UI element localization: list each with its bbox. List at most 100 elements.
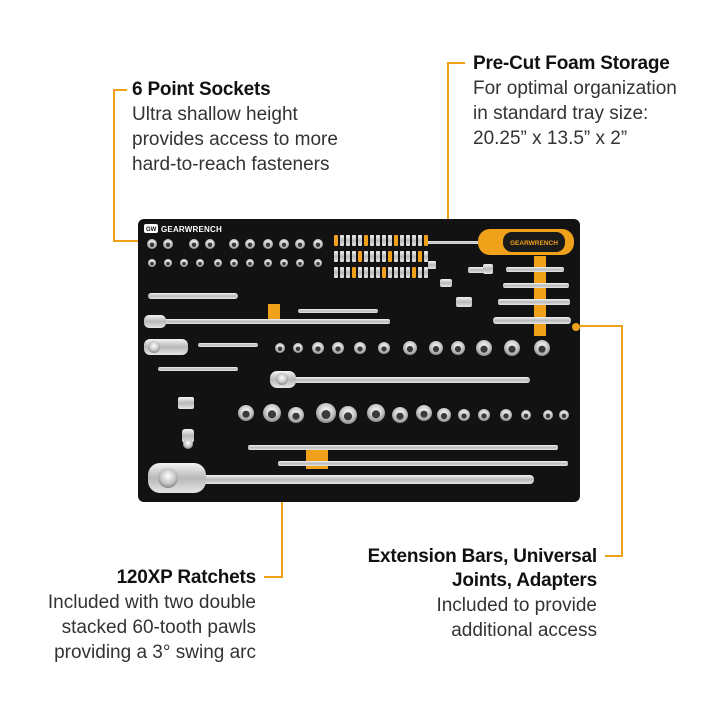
leader-foam-vertical <box>447 62 449 222</box>
socket-hole <box>420 410 428 418</box>
callout-ratchets-title: 120XP Ratchets <box>116 567 257 588</box>
bit <box>370 251 374 262</box>
bit <box>418 251 422 262</box>
socket-hole <box>343 412 353 421</box>
socket-hole <box>406 345 414 353</box>
callout-bars: Extension Bars, Universal Joints, Adapte… <box>350 545 598 643</box>
bit <box>382 235 386 246</box>
bit <box>352 267 356 278</box>
socket-hole <box>432 345 440 353</box>
callout-foam-line-3: 20.25” x 13.5” x 2” <box>473 128 628 149</box>
socket-group-three-eighth-inch <box>275 340 550 356</box>
bit <box>424 251 428 262</box>
socket-hole <box>265 242 271 247</box>
foam-tray: GW GEARWRENCH GEARWRENCH <box>138 219 580 502</box>
bit <box>418 235 422 246</box>
socket-hole <box>298 261 302 266</box>
socket-hole <box>315 346 321 352</box>
callout-sockets-line-3: hard-to-reach fasteners <box>132 154 330 175</box>
bit <box>346 267 350 278</box>
leader-ratchets-vertical <box>281 478 283 578</box>
universal-joints <box>428 261 493 307</box>
bit <box>406 251 410 262</box>
bit <box>376 267 380 278</box>
socket-group-half-inch <box>238 403 569 424</box>
leader-bars-horizontal-bottom <box>605 555 623 557</box>
bit <box>352 251 356 262</box>
socket-hole <box>381 346 387 352</box>
socket-hole <box>216 261 220 266</box>
bit <box>346 235 350 246</box>
bit <box>334 235 338 246</box>
extension-bars <box>493 267 580 331</box>
leader-bars-horizontal-top <box>580 325 623 327</box>
bit <box>358 267 362 278</box>
socket-hole <box>357 346 363 352</box>
callout-sockets-line-1: Ultra shallow height <box>132 104 298 125</box>
bit <box>334 251 338 262</box>
callout-bars-title-2: Joints, Adapters <box>452 570 597 591</box>
socket-hole <box>198 261 202 266</box>
socket-hole <box>503 413 509 419</box>
bit <box>406 235 410 246</box>
callout-ratchets-line-1: Included with two double <box>47 592 256 613</box>
bit <box>388 251 392 262</box>
socket-hole <box>292 412 300 420</box>
socket-hole <box>242 410 250 418</box>
bit <box>382 251 386 262</box>
handle-brand-text: GEARWRENCH <box>510 240 558 247</box>
socket-hole <box>315 242 321 247</box>
socket-hole <box>538 345 546 353</box>
socket-hole <box>182 261 186 266</box>
bit <box>358 251 362 262</box>
bit <box>376 235 380 246</box>
bit <box>334 267 338 278</box>
socket-hole <box>561 413 567 418</box>
bit <box>388 235 392 246</box>
callout-foam: Pre-Cut Foam Storage For optimal organiz… <box>473 52 713 151</box>
tray-brand-text: GEARWRENCH <box>161 225 222 234</box>
bit <box>370 235 374 246</box>
bit <box>340 235 344 246</box>
socket-hole <box>480 345 488 353</box>
bit-rack <box>334 235 428 278</box>
socket-hole <box>281 242 287 247</box>
bit <box>376 251 380 262</box>
socket-hole <box>232 261 236 266</box>
callout-ratchets-line-3: providing a 3° swing arc <box>54 642 256 663</box>
socket-hole <box>165 242 171 247</box>
callout-foam-line-1: For optimal organization <box>473 78 677 99</box>
callout-sockets: 6 Point Sockets Ultra shallow height pro… <box>132 78 372 177</box>
socket-hole <box>508 345 516 353</box>
bit <box>388 267 392 278</box>
extension-bars-left <box>158 343 258 371</box>
socket-hole <box>545 413 551 418</box>
socket-hole <box>266 261 270 266</box>
leader-foam-horizontal <box>447 62 465 64</box>
foam-accent-strip <box>534 256 546 336</box>
socket-hole <box>523 413 529 418</box>
callout-bars-title-1: Extension Bars, Universal <box>367 546 598 567</box>
bit <box>412 235 416 246</box>
ratchet-stubby <box>144 339 188 355</box>
leader-sockets-horizontal-top <box>113 89 127 91</box>
ratchet-three-eighth <box>270 371 530 388</box>
screwdriver-handle: GEARWRENCH <box>428 229 574 255</box>
socket-hole <box>247 242 253 247</box>
bit <box>382 267 386 278</box>
bit <box>400 267 404 278</box>
socket-hole <box>461 413 467 419</box>
bit <box>394 235 398 246</box>
ratchet-half-large <box>148 463 534 493</box>
socket-hole <box>166 261 170 266</box>
callout-ratchets: 120XP Ratchets Included with two double … <box>20 566 256 665</box>
bit <box>364 267 368 278</box>
socket-hole <box>454 345 462 353</box>
socket-hole <box>297 242 303 247</box>
socket-hole <box>277 346 283 351</box>
socket-hole <box>335 346 341 352</box>
bit <box>370 267 374 278</box>
callout-foam-title: Pre-Cut Foam Storage <box>473 53 670 74</box>
leader-ratchets-horizontal <box>264 576 282 578</box>
bit <box>400 235 404 246</box>
